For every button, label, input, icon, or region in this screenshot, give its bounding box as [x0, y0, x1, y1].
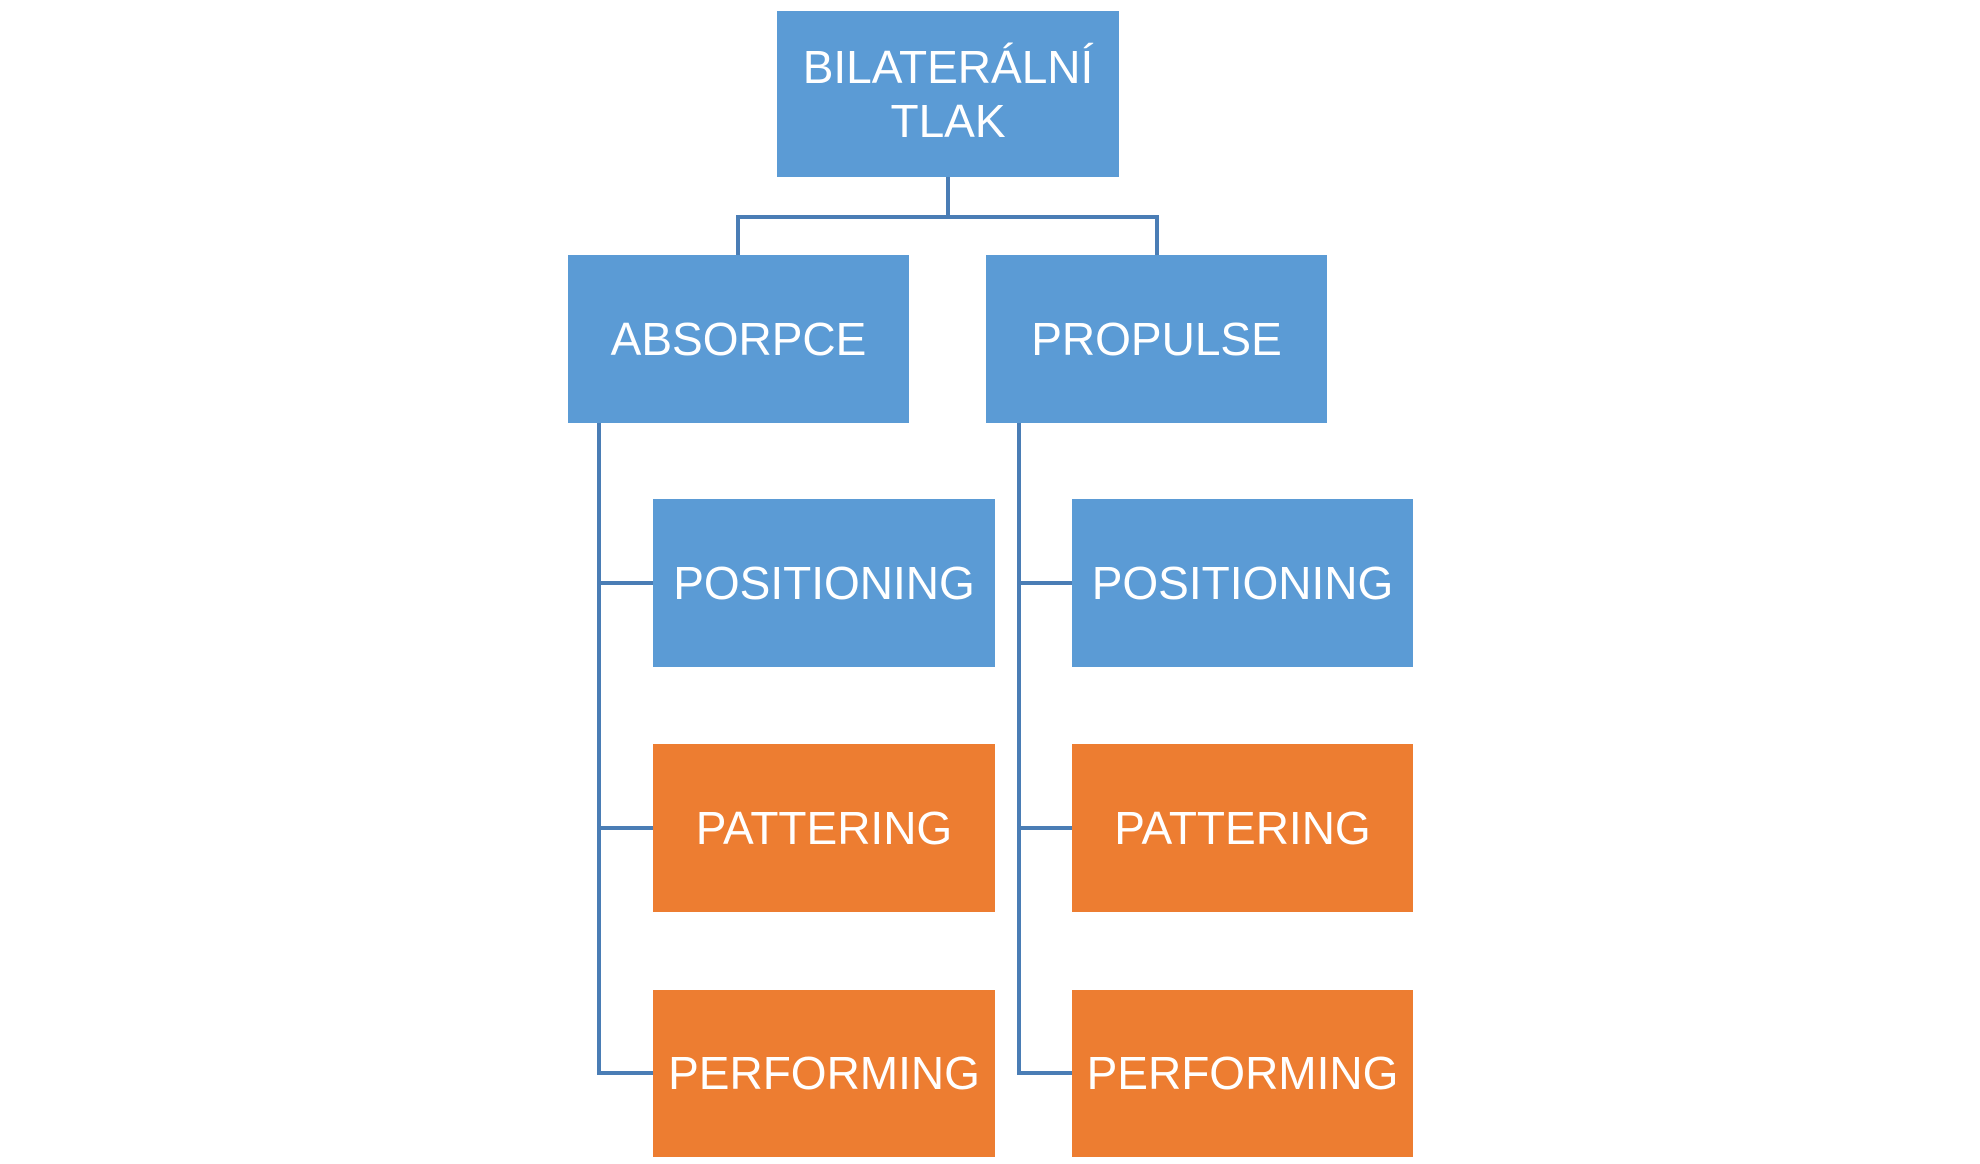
node-label: PATTERING	[1114, 801, 1371, 854]
node-label: PROPULSE	[1031, 312, 1282, 365]
connector-stub-left-positioning	[597, 581, 653, 585]
node-label: ABSORPCE	[610, 312, 867, 365]
node-absorpce-performing: PERFORMING	[653, 990, 995, 1157]
node-label: PATTERING	[695, 801, 953, 854]
connector-root-vertical	[946, 177, 950, 217]
connector-drop-absorpce	[736, 215, 740, 255]
node-propulse-performing: PERFORMING	[1072, 990, 1413, 1157]
connector-stub-left-performing	[597, 1071, 653, 1075]
node-label-line-1: BILATERÁLNÍ	[802, 40, 1094, 93]
node-propulse-positioning: POSITIONING	[1072, 499, 1413, 667]
connector-stub-right-performing	[1017, 1071, 1072, 1075]
connector-stub-left-pattering	[597, 826, 653, 830]
connector-stub-right-pattering	[1017, 826, 1072, 830]
connector-hang-absorpce	[597, 423, 601, 1075]
connector-stub-right-positioning	[1017, 581, 1072, 585]
node-label: POSITIONING	[673, 556, 975, 609]
connector-drop-propulse	[1155, 215, 1159, 255]
node-propulse-pattering: PATTERING	[1072, 744, 1413, 912]
connector-hang-propulse	[1017, 423, 1021, 1075]
node-label: BILATERÁLNÍ TLAK	[803, 40, 1094, 149]
node-label-line-2: TLAK	[890, 95, 1006, 147]
node-label: PERFORMING	[668, 1047, 980, 1100]
node-propulse: PROPULSE	[986, 255, 1327, 423]
node-bilateralni-tlak: BILATERÁLNÍ TLAK	[777, 11, 1119, 177]
connector-main-horizontal	[736, 215, 1159, 219]
node-absorpce-pattering: PATTERING	[653, 744, 995, 912]
node-label: POSITIONING	[1091, 556, 1394, 609]
node-label: PERFORMING	[1086, 1047, 1399, 1100]
node-absorpce: ABSORPCE	[568, 255, 909, 423]
node-absorpce-positioning: POSITIONING	[653, 499, 995, 667]
